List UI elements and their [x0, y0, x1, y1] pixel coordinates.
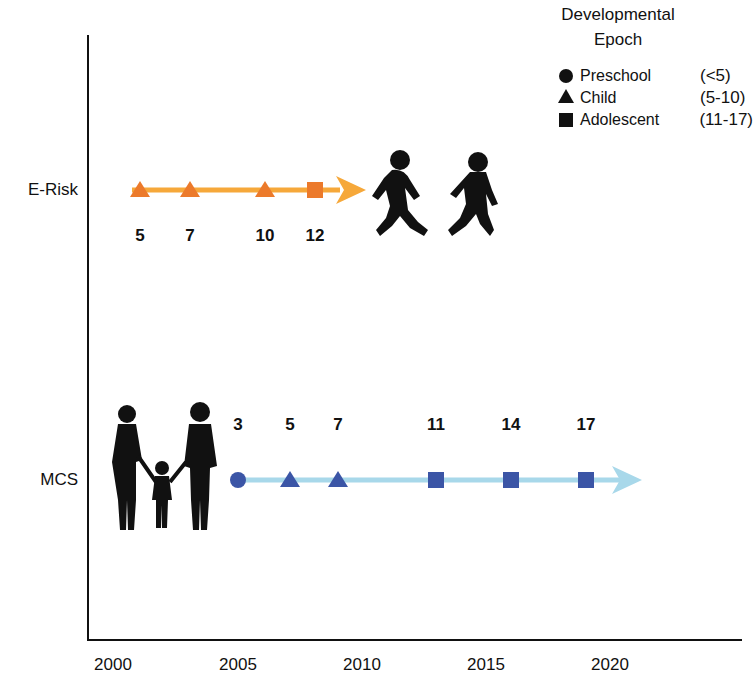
- legend-text: Preschool: [580, 67, 651, 85]
- year-label: 2010: [343, 655, 381, 675]
- x-axis: [87, 639, 742, 641]
- age-label: 11: [427, 415, 445, 435]
- y-axis: [87, 35, 89, 641]
- age-label: 7: [185, 226, 194, 246]
- year-label: 2005: [219, 655, 257, 675]
- age-label: 3: [233, 415, 242, 435]
- age-label: 12: [306, 226, 325, 246]
- age-label: 5: [135, 226, 144, 246]
- cohort-label: MCS: [40, 470, 78, 490]
- legend-text: Child: [580, 89, 616, 107]
- children-silhouette: [372, 150, 498, 236]
- legend-symbols: [558, 69, 574, 127]
- age-range: (11-17): [699, 110, 753, 130]
- age-label: 7: [333, 415, 342, 435]
- year-label: 2015: [467, 655, 505, 675]
- e-risk-markers: [130, 181, 323, 198]
- age-label: 17: [577, 415, 596, 435]
- legend-text: Adolescent: [580, 111, 659, 129]
- family-silhouette: [112, 402, 217, 530]
- year-label: 2000: [94, 655, 132, 675]
- year-label: 2020: [591, 655, 629, 675]
- legend-title: Developmental Epoch: [553, 3, 683, 52]
- mcs-markers: [230, 471, 594, 488]
- age-label: 10: [256, 226, 275, 246]
- age-range: (<5): [700, 66, 731, 86]
- age-label: 5: [285, 415, 294, 435]
- age-label: 14: [502, 415, 521, 435]
- cohort-label: E-Risk: [28, 180, 78, 200]
- age-range: (5-10): [700, 88, 745, 108]
- arrow-head: [612, 466, 642, 494]
- arrow-head: [336, 176, 366, 204]
